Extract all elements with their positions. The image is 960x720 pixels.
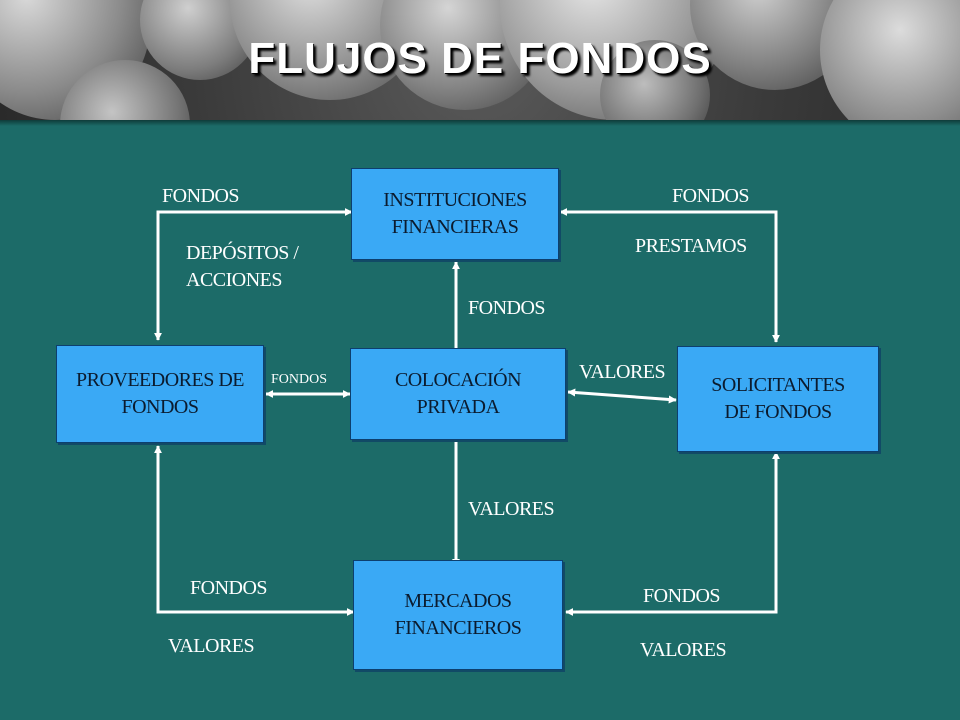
label-valores-center: VALORES bbox=[468, 498, 555, 520]
box-solicitantes-line1: SOLICITANTES bbox=[711, 374, 845, 396]
arrow-proveedores-instituciones bbox=[154, 208, 353, 341]
label-fondos-top-right: FONDOS bbox=[672, 185, 750, 207]
box-proveedores-line1: PROVEEDORES DE bbox=[75, 369, 245, 391]
arrow-instituciones-solicitantes bbox=[559, 208, 780, 343]
label-fondos-small: FONDOS bbox=[271, 372, 328, 387]
label-valores-bottom-right: VALORES bbox=[640, 639, 727, 661]
label-depositos: DEPÓSITOS / ACCIONES bbox=[186, 240, 299, 294]
arrow-solicitantes-mercados bbox=[565, 451, 780, 616]
arrow-colocacion-solicitantes bbox=[567, 388, 677, 404]
box-colocacion-privada: COLOCACIÓN PRIVADA bbox=[350, 348, 566, 440]
label-fondos-bottom-right: FONDOS bbox=[643, 585, 721, 607]
label-fondos-bottom-left: FONDOS bbox=[190, 577, 268, 599]
label-prestamos: PRESTAMOS bbox=[635, 235, 747, 257]
label-valores-bottom-left: VALORES bbox=[168, 635, 255, 657]
box-proveedores-de-fondos: PROVEEDORES DE FONDOS bbox=[56, 345, 264, 443]
label-fondos-top-left: FONDOS bbox=[162, 185, 240, 207]
box-solicitantes-de-fondos: SOLICITANTES DE FONDOS bbox=[677, 346, 879, 452]
box-mercados-financieros: MERCADOS FINANCIEROS bbox=[353, 560, 563, 670]
label-fondos-center-top: FONDOS bbox=[468, 297, 546, 319]
box-instituciones-line1: INSTITUCIONES bbox=[383, 189, 527, 211]
box-colocacion-line1: COLOCACIÓN bbox=[394, 369, 522, 391]
coins-banner: FLUJOS DE FONDOS bbox=[0, 0, 960, 120]
label-depositos-line2: ACCIONES bbox=[186, 269, 283, 291]
box-colocacion-line2: PRIVADA bbox=[416, 396, 500, 418]
box-proveedores-line2: FONDOS bbox=[121, 396, 199, 418]
box-mercados-line1: MERCADOS bbox=[404, 590, 512, 612]
box-instituciones-financieras: INSTITUCIONES FINANCIERAS bbox=[351, 168, 559, 260]
box-instituciones-line2: FINANCIERAS bbox=[391, 216, 519, 238]
label-depositos-line1: DEPÓSITOS / bbox=[186, 242, 299, 264]
label-valores-right: VALORES bbox=[579, 361, 666, 383]
arrow-proveedores-mercados bbox=[154, 445, 355, 616]
banner-divider bbox=[0, 120, 960, 126]
box-solicitantes-line2: DE FONDOS bbox=[724, 401, 832, 423]
slide-title: FLUJOS DE FONDOS bbox=[248, 34, 712, 83]
box-mercados-line2: FINANCIEROS bbox=[394, 617, 522, 639]
